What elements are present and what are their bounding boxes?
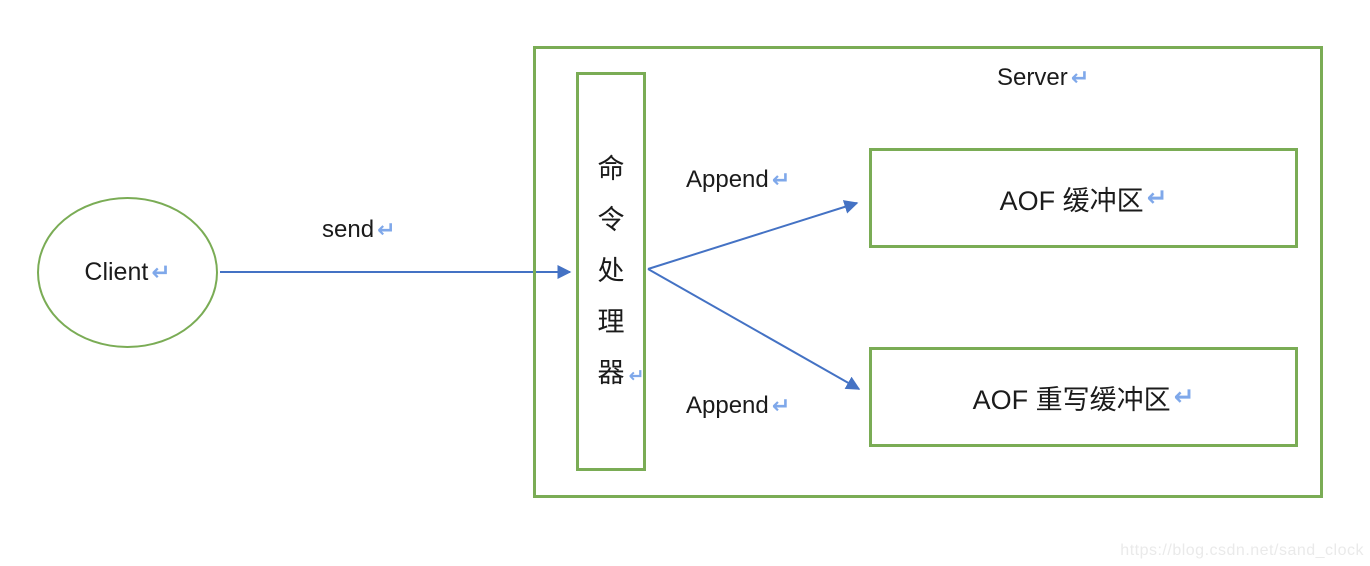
aof-buffer-node: AOF 缓冲区↵ — [869, 148, 1298, 248]
return-mark-icon: ↵ — [1173, 384, 1195, 411]
processor-char: 理 — [597, 307, 625, 337]
return-mark-icon: ↵ — [151, 259, 171, 285]
return-mark-icon: ↵ — [771, 167, 791, 192]
return-mark-icon: ↵ — [377, 217, 396, 242]
aof-rewrite-buffer-node: AOF 重写缓冲区↵ — [869, 347, 1298, 447]
processor-char: 令 — [597, 205, 625, 235]
client-node: Client↵ — [37, 197, 218, 348]
processor-char: 命 — [597, 154, 625, 184]
append-top-label-group: Append↵ — [686, 166, 790, 194]
aof-buffer-label: AOF 缓冲区 — [999, 185, 1144, 216]
append-bottom-label: Append — [686, 392, 769, 419]
return-mark-icon: ↵ — [771, 393, 791, 418]
append-top-label: Append — [686, 166, 769, 193]
client-label: Client — [84, 258, 149, 286]
return-mark-icon: ↵ — [1070, 65, 1090, 90]
return-mark-icon: ↵ — [628, 366, 645, 387]
processor-char: 处 — [597, 256, 625, 286]
processor-char: 器 — [597, 358, 625, 388]
watermark: https://blog.csdn.net/sand_clock — [1120, 542, 1364, 559]
send-label-group: send↵ — [322, 216, 396, 244]
return-mark-icon: ↵ — [1146, 185, 1168, 212]
server-label-group: Server↵ — [997, 64, 1089, 92]
server-container — [533, 46, 1323, 498]
append-bottom-label-group: Append↵ — [686, 392, 790, 420]
send-label: send — [322, 216, 375, 243]
command-processor-node: 命 令 处 理 器↵ — [576, 72, 646, 471]
server-label: Server — [997, 64, 1068, 91]
aof-rewrite-buffer-label: AOF 重写缓冲区 — [972, 384, 1171, 415]
